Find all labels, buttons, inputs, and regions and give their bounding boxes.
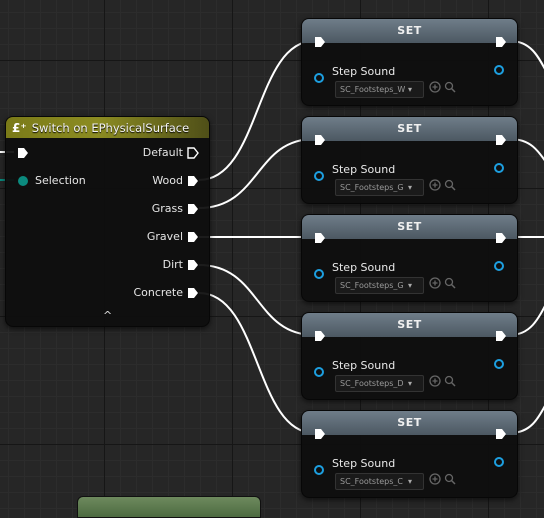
- collapse-chevron-icon[interactable]: ^: [103, 309, 113, 322]
- switch-node-header[interactable]: £⁺ Switch on EPhysicalSurface: [6, 117, 209, 138]
- exec-input-pin[interactable]: [17, 147, 29, 159]
- set-node-title: SET: [397, 416, 422, 429]
- variable-label: Step Sound: [332, 359, 396, 372]
- switch-icon: £⁺: [12, 120, 27, 135]
- exec-input-pin[interactable]: [314, 134, 326, 146]
- chevron-down-icon: ▾: [408, 477, 413, 486]
- asset-dropdown[interactable]: SC_Footsteps_C ▾: [335, 473, 424, 490]
- switch-node-title: Switch on EPhysicalSurface: [31, 120, 190, 135]
- object-input-pin[interactable]: [314, 171, 324, 181]
- exec-output-pin-wood[interactable]: [187, 175, 199, 187]
- object-output-pin[interactable]: [494, 163, 504, 173]
- set-node-title: SET: [397, 220, 422, 233]
- asset-dropdown[interactable]: SC_Footsteps_G ▾: [335, 179, 424, 196]
- output-label-default: Default: [142, 146, 183, 159]
- chevron-down-icon: ▾: [408, 183, 413, 192]
- output-label-dirt: Dirt: [162, 258, 183, 271]
- exec-wire-dirt: [198, 264, 315, 336]
- variable-label: Step Sound: [332, 163, 396, 176]
- variable-label: Step Sound: [332, 65, 396, 78]
- switch-node[interactable]: £⁺ Switch on EPhysicalSurface Selection …: [5, 116, 210, 327]
- asset-dropdown[interactable]: SC_Footsteps_W ▾: [335, 81, 424, 98]
- asset-value: SC_Footsteps_G: [340, 183, 404, 192]
- output-label-wood: Wood: [152, 174, 183, 187]
- object-input-pin[interactable]: [314, 465, 324, 475]
- chevron-down-icon: ▾: [408, 281, 413, 290]
- exec-output-pin-gravel[interactable]: [187, 231, 199, 243]
- set-node-header[interactable]: SET: [302, 117, 517, 141]
- exec-wire-grass: [198, 138, 315, 209]
- partial-node-header[interactable]: [77, 496, 261, 518]
- asset-value: SC_Footsteps_G: [340, 281, 404, 290]
- use-selected-icon[interactable]: [429, 473, 441, 485]
- variable-label: Step Sound: [332, 457, 396, 470]
- use-selected-icon[interactable]: [429, 179, 441, 191]
- browse-search-icon[interactable]: [444, 277, 456, 289]
- exec-output-pin-grass[interactable]: [187, 203, 199, 215]
- object-output-pin[interactable]: [494, 457, 504, 467]
- set-node-header[interactable]: SET: [302, 215, 517, 239]
- exec-output-pin-concrete[interactable]: [187, 287, 199, 299]
- exec-output-pin-dirt[interactable]: [187, 259, 199, 271]
- variable-label: Step Sound: [332, 261, 396, 274]
- set-node[interactable]: SET Step Sound SC_Footsteps_G ▾: [301, 116, 518, 204]
- set-node[interactable]: SET Step Sound SC_Footsteps_C ▾: [301, 410, 518, 498]
- exec-output-pin[interactable]: [495, 134, 507, 146]
- exec-input-pin[interactable]: [314, 330, 326, 342]
- object-output-pin[interactable]: [494, 359, 504, 369]
- chevron-down-icon: ▾: [408, 379, 413, 388]
- set-node-title: SET: [397, 318, 422, 331]
- exec-output-pin[interactable]: [495, 36, 507, 48]
- asset-dropdown[interactable]: SC_Footsteps_G ▾: [335, 277, 424, 294]
- object-output-pin[interactable]: [494, 261, 504, 271]
- set-node-header[interactable]: SET: [302, 19, 517, 43]
- asset-dropdown[interactable]: SC_Footsteps_D ▾: [335, 375, 424, 392]
- exec-wire-concrete: [198, 292, 315, 434]
- use-selected-icon[interactable]: [429, 375, 441, 387]
- output-label-grass: Grass: [151, 202, 183, 215]
- asset-value: SC_Footsteps_C: [340, 477, 403, 486]
- output-label-concrete: Concrete: [133, 286, 183, 299]
- output-label-gravel: Gravel: [146, 230, 183, 243]
- set-node-header[interactable]: SET: [302, 411, 517, 435]
- object-input-pin[interactable]: [314, 73, 324, 83]
- exec-input-pin[interactable]: [314, 232, 326, 244]
- browse-search-icon[interactable]: [444, 81, 456, 93]
- chevron-down-icon: ▾: [408, 85, 413, 94]
- asset-value: SC_Footsteps_D: [340, 379, 404, 388]
- exec-output-pin[interactable]: [495, 232, 507, 244]
- set-node-title: SET: [397, 122, 422, 135]
- browse-search-icon[interactable]: [444, 375, 456, 387]
- object-output-pin[interactable]: [494, 65, 504, 75]
- exec-input-pin[interactable]: [314, 428, 326, 440]
- set-node[interactable]: SET Step Sound SC_Footsteps_G ▾: [301, 214, 518, 302]
- selection-pin[interactable]: [18, 176, 28, 186]
- asset-value: SC_Footsteps_W: [340, 85, 406, 94]
- object-input-pin[interactable]: [314, 269, 324, 279]
- object-input-pin[interactable]: [314, 367, 324, 377]
- exec-output-pin[interactable]: [495, 428, 507, 440]
- browse-search-icon[interactable]: [444, 179, 456, 191]
- exec-input-pin[interactable]: [314, 36, 326, 48]
- exec-output-pin[interactable]: [495, 330, 507, 342]
- set-node-title: SET: [397, 24, 422, 37]
- browse-search-icon[interactable]: [444, 473, 456, 485]
- exec-output-pin-default[interactable]: [187, 147, 199, 159]
- exec-wire-wood: [198, 40, 315, 181]
- selection-label: Selection: [35, 174, 86, 187]
- set-node[interactable]: SET Step Sound SC_Footsteps_D ▾: [301, 312, 518, 400]
- set-node-header[interactable]: SET: [302, 313, 517, 337]
- set-node[interactable]: SET Step Sound SC_Footsteps_W ▾: [301, 18, 518, 106]
- use-selected-icon[interactable]: [429, 81, 441, 93]
- use-selected-icon[interactable]: [429, 277, 441, 289]
